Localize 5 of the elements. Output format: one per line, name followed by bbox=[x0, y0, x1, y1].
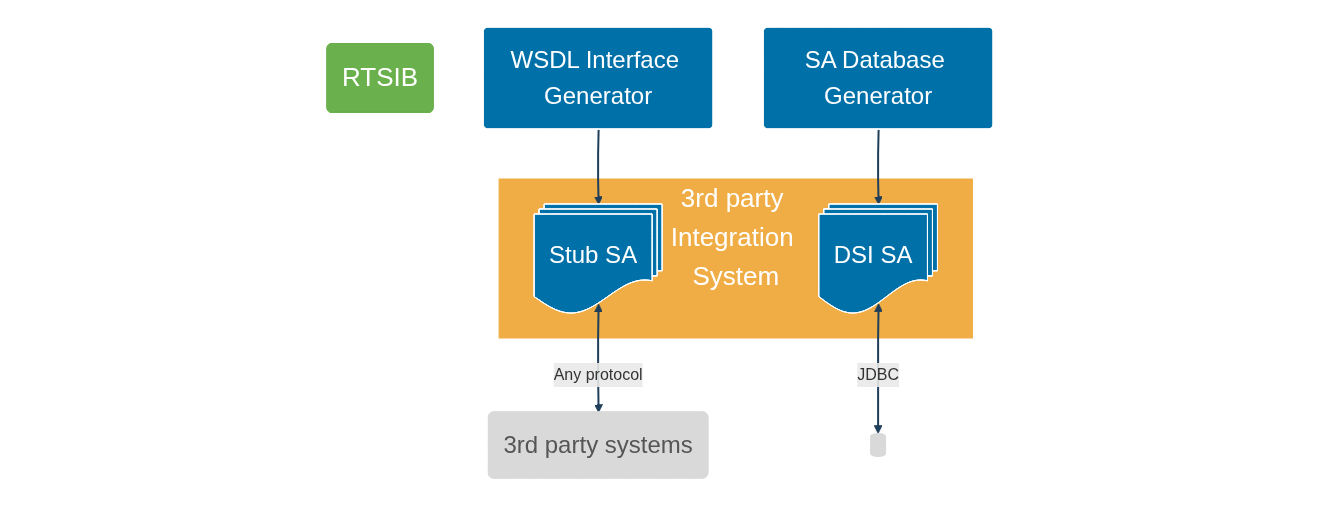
arrow bbox=[874, 128, 883, 205]
arrow bbox=[594, 128, 603, 205]
edge-label: Any protocol bbox=[553, 365, 643, 383]
edge-label: JDBC bbox=[857, 365, 899, 383]
node-cylinder bbox=[870, 432, 887, 457]
